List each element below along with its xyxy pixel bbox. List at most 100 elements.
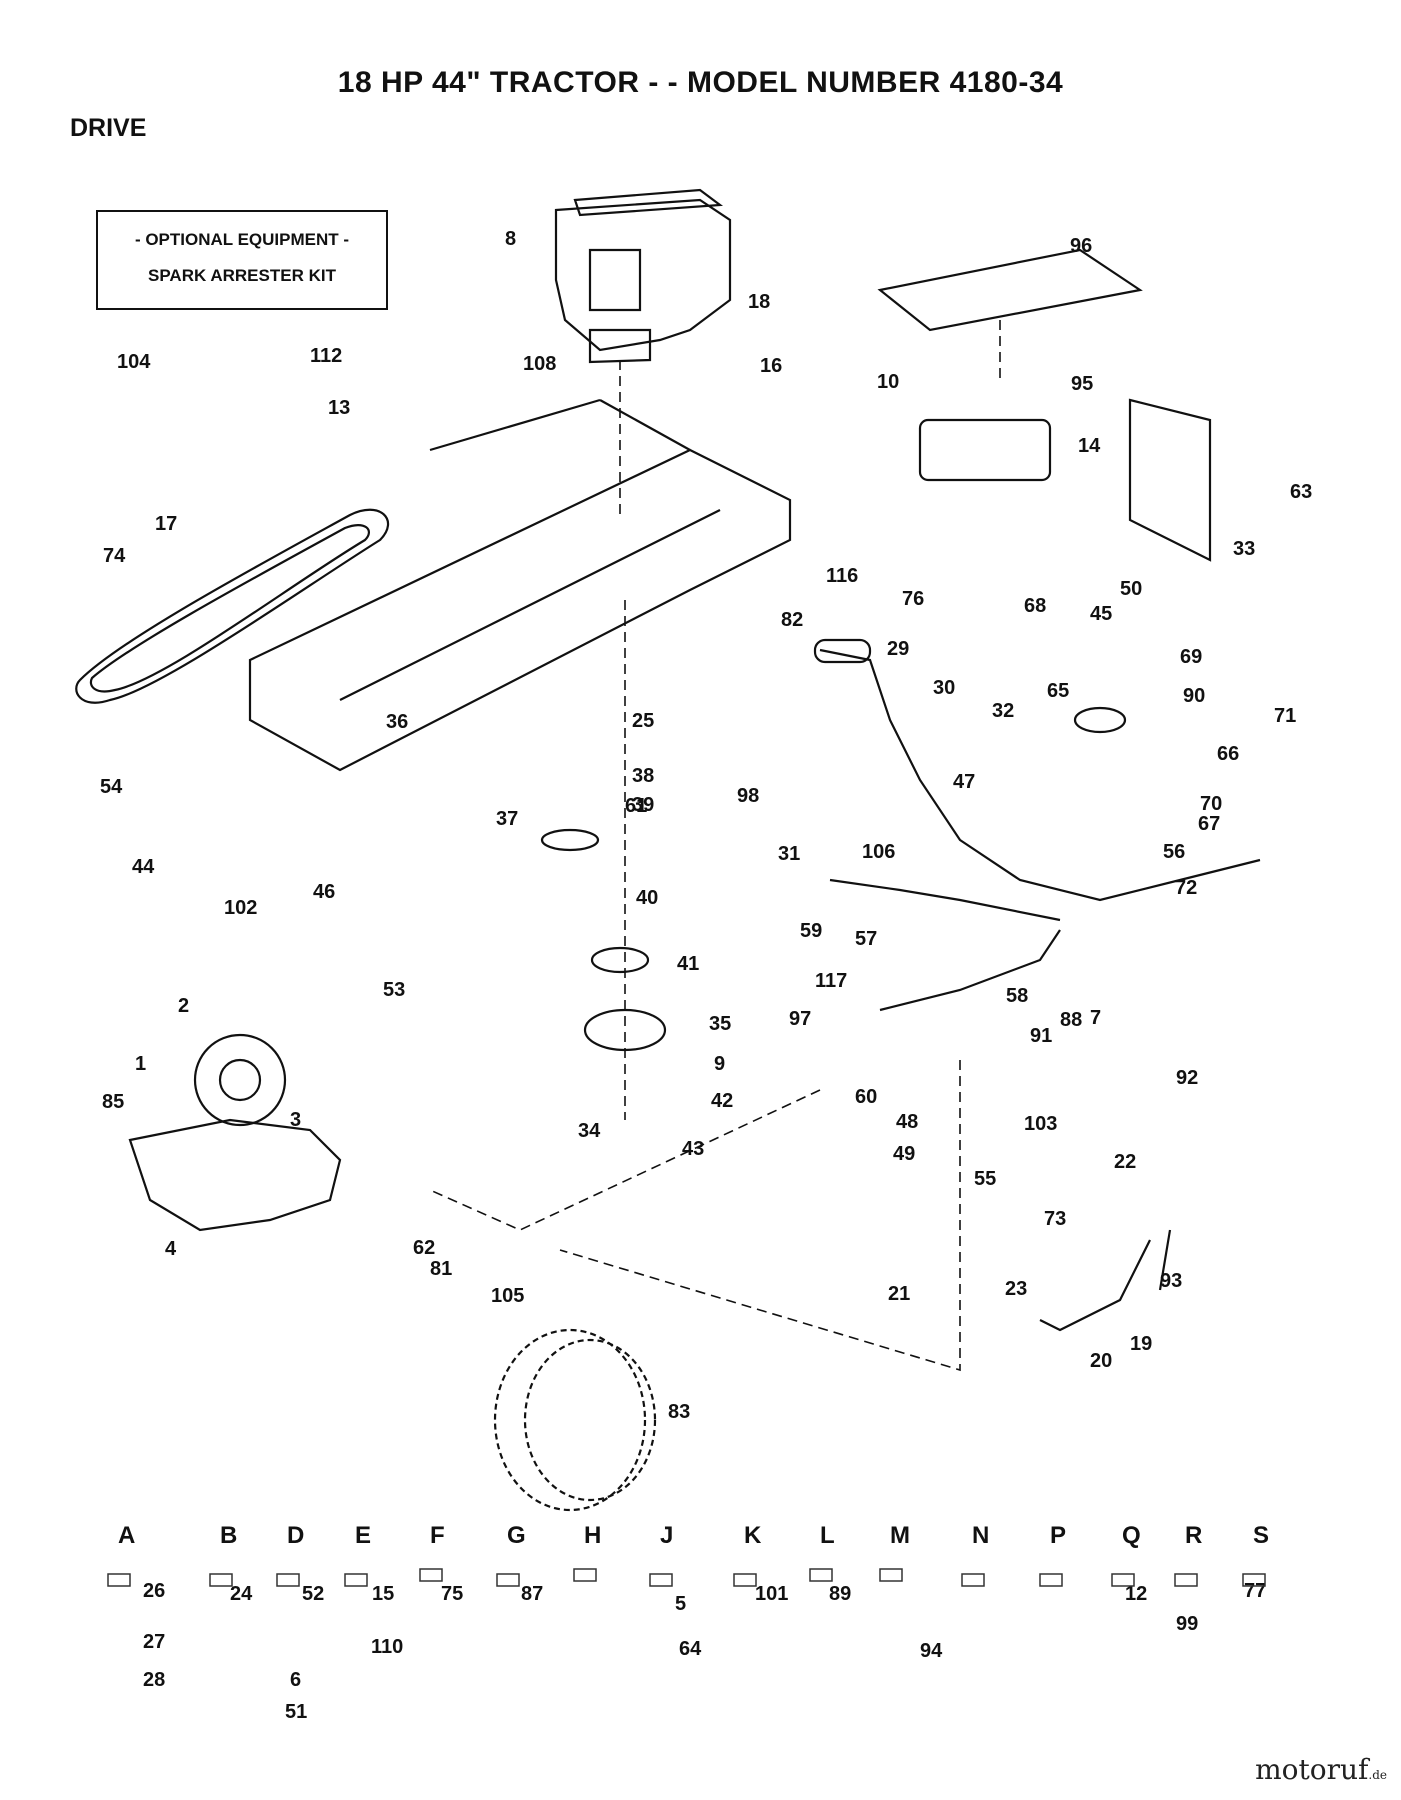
optional-equipment-box: - OPTIONAL EQUIPMENT - SPARK ARRESTER KI… [96, 210, 388, 310]
callout-59: 59 [800, 920, 822, 942]
callout-38: 38 [632, 765, 654, 787]
callout-97: 97 [789, 1008, 811, 1030]
callout-53: 53 [383, 979, 405, 1001]
callout-47: 47 [953, 771, 975, 793]
callout-33: 33 [1233, 538, 1255, 560]
callout-93: 93 [1160, 1270, 1182, 1292]
callout-46: 46 [313, 881, 335, 903]
callout-16: 16 [760, 355, 782, 377]
hardware-letter-D: D [287, 1522, 304, 1549]
callout-90: 90 [1183, 685, 1205, 707]
hardware-bolt-head [419, 1568, 443, 1582]
hardware-letter-F: F [430, 1522, 445, 1549]
callout-22: 22 [1114, 1151, 1136, 1173]
hardware-letter-L: L [820, 1522, 835, 1549]
callout-7: 7 [1090, 1007, 1101, 1029]
watermark-text: motoruf [1255, 1753, 1369, 1786]
rear-wheel [493, 1328, 657, 1512]
callout-60: 60 [855, 1086, 877, 1108]
callout-24: 24 [230, 1583, 253, 1605]
callout-2: 2 [178, 995, 189, 1017]
callout-96: 96 [1070, 235, 1092, 257]
callout-27: 27 [143, 1631, 165, 1653]
callout-32: 32 [992, 700, 1014, 722]
callout-68: 68 [1024, 595, 1046, 617]
callout-42: 42 [711, 1090, 733, 1112]
hardware-bolt-head [209, 1573, 233, 1587]
callout-101: 101 [755, 1583, 788, 1605]
callout-95: 95 [1071, 373, 1093, 395]
hardware-letter-R: R [1185, 1522, 1202, 1549]
callout-87: 87 [521, 1583, 543, 1605]
callout-13: 13 [328, 397, 350, 419]
callout-31: 31 [778, 843, 800, 865]
callout-40: 40 [636, 887, 658, 909]
callout-4: 4 [165, 1238, 177, 1260]
callout-75: 75 [441, 1583, 463, 1605]
transaxle [128, 1033, 342, 1232]
callout-55: 55 [974, 1168, 996, 1190]
callout-72: 72 [1175, 877, 1197, 899]
spark-arrester-label: SPARK ARRESTER KIT [148, 266, 336, 285]
hardware-bolt-head [879, 1568, 903, 1582]
callout-67: 67 [1198, 813, 1220, 835]
callout-3: 3 [290, 1109, 301, 1131]
callout-85: 85 [102, 1091, 124, 1113]
drive-belt [75, 508, 390, 704]
engine-part [554, 188, 732, 364]
hardware-bolt-head [649, 1573, 673, 1587]
callout-36: 36 [386, 711, 408, 733]
callout-10: 10 [877, 371, 899, 393]
callout-61: 61 [625, 795, 647, 817]
callout-21: 21 [888, 1283, 910, 1305]
hardware-bolt-head [733, 1573, 757, 1587]
callout-71: 71 [1274, 705, 1296, 727]
callout-25: 25 [632, 710, 654, 732]
callout-62: 62 [413, 1237, 435, 1259]
callout-8: 8 [505, 228, 516, 250]
callout-105: 105 [491, 1285, 524, 1307]
callout-92: 92 [1176, 1067, 1198, 1089]
callout-9: 9 [714, 1053, 725, 1075]
callout-74: 74 [103, 545, 126, 567]
callout-49: 49 [893, 1143, 915, 1165]
callout-37: 37 [496, 808, 518, 830]
callout-64: 64 [679, 1638, 702, 1660]
brake-rod [829, 878, 1061, 1012]
callout-99: 99 [1176, 1613, 1198, 1635]
hardware-letter-A: A [118, 1522, 135, 1549]
callout-6: 6 [290, 1669, 301, 1691]
heat-shield [877, 248, 1212, 562]
callout-23: 23 [1005, 1278, 1027, 1300]
callout-43: 43 [682, 1138, 704, 1160]
callout-104: 104 [117, 351, 151, 373]
hardware-bolt-head [1174, 1573, 1198, 1587]
callout-labels: 1234567891012131415161718192021222324252… [100, 228, 1312, 1723]
callout-102: 102 [224, 897, 257, 919]
callout-94: 94 [920, 1640, 943, 1662]
hardware-letter-S: S [1253, 1522, 1269, 1549]
hardware-letter-B: B [220, 1522, 237, 1549]
hardware-bolt-head [961, 1573, 985, 1587]
callout-48: 48 [896, 1111, 918, 1133]
hardware-letter-H: H [584, 1522, 601, 1549]
callout-69: 69 [1180, 646, 1202, 668]
callout-116: 116 [826, 565, 858, 587]
callout-106: 106 [862, 841, 895, 863]
hardware-letter-Q: Q [1122, 1522, 1141, 1549]
callout-45: 45 [1090, 603, 1112, 625]
hardware-bolt-head [276, 1573, 300, 1587]
callout-50: 50 [1120, 578, 1142, 600]
callout-81: 81 [430, 1258, 452, 1280]
callout-14: 14 [1078, 435, 1101, 457]
brake-pedal [1039, 1229, 1172, 1332]
hardware-letter-E: E [355, 1522, 371, 1549]
callout-12: 12 [1125, 1583, 1147, 1605]
callout-77: 77 [1244, 1580, 1266, 1602]
frame-part [248, 398, 792, 772]
callout-54: 54 [100, 776, 123, 798]
callout-83: 83 [668, 1401, 690, 1423]
hardware-letter-N: N [972, 1522, 989, 1549]
callout-56: 56 [1163, 841, 1185, 863]
